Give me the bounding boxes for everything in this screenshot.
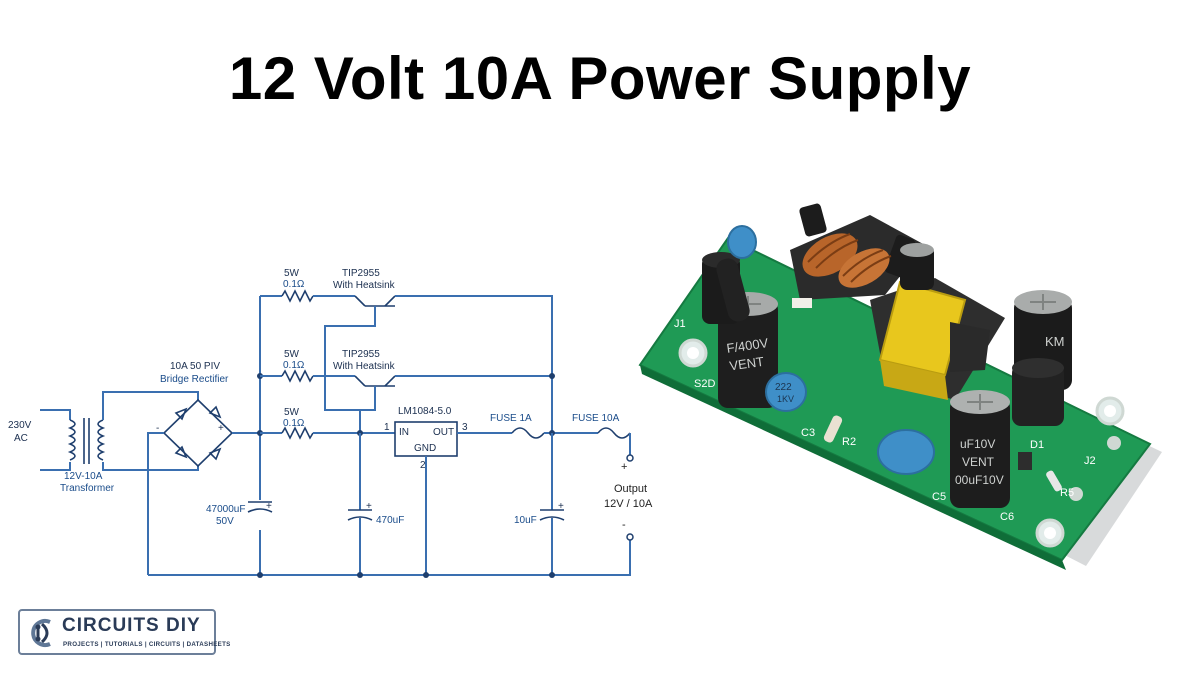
resistor-1-value: 0.1Ω xyxy=(283,279,305,290)
transformer-name: Transformer xyxy=(60,483,115,494)
mounting-holes xyxy=(678,338,1125,548)
silkscreen-labels: J1 S2D C3 R2 C5 C6 R5 J2 D1 xyxy=(674,318,1096,523)
cap-right-brand: VENT xyxy=(962,455,995,469)
cap-right-rating: 00uF10V xyxy=(955,473,1004,487)
silk-c5: C5 xyxy=(932,491,946,503)
capacitor-2: + 470uF xyxy=(347,433,404,575)
capacitor-2-value: 470uF xyxy=(376,515,404,526)
transistor-1-part: TIP2955 xyxy=(342,268,380,279)
resistor-2-value: 0.1Ω xyxy=(283,360,305,371)
resistor-1: 5W 0.1Ω xyxy=(260,268,355,303)
bridge-rectifier: 10A 50 PIV Bridge Rectifier - + xyxy=(147,361,260,575)
inductor-board xyxy=(1012,358,1064,426)
fuse-1-label: FUSE 1A xyxy=(490,413,532,424)
logo-mark-icon xyxy=(31,619,51,647)
circuits-diy-logo[interactable]: CIRCUITS DIY PROJECTS | TUTORIALS | CIRC… xyxy=(18,609,230,655)
capacitor-1-value: 47000uF xyxy=(206,504,245,515)
choke-coil xyxy=(790,203,925,308)
cap-left-text: F/400V xyxy=(726,335,770,356)
output-minus: - xyxy=(622,519,626,531)
small-components xyxy=(716,258,1062,492)
regulator-out: OUT xyxy=(433,427,454,438)
silk-j1: J1 xyxy=(674,318,686,330)
resistor-3: 5W 0.1Ω xyxy=(260,407,395,440)
capacitor-1-voltage: 50V xyxy=(216,516,234,527)
blue-capacitors: 222 1KV xyxy=(727,225,935,475)
logo-tagline: PROJECTS | TUTORIALS | CIRCUITS | DATASH… xyxy=(63,641,231,648)
transistor-2: TIP2955 With Heatsink xyxy=(333,349,555,436)
silk-s2d: S2D xyxy=(694,378,715,390)
transistor-2-part: TIP2955 xyxy=(342,349,380,360)
page-title: 12 Volt 10A Power Supply xyxy=(228,45,972,112)
switching-transformer xyxy=(870,278,1005,400)
capacitor-3-value: 10uF xyxy=(514,515,537,526)
regulator-gnd: GND xyxy=(414,443,436,454)
silk-d1: D1 xyxy=(1030,439,1044,451)
cap-right-text: uF10V xyxy=(960,437,995,451)
logo-name: CIRCUITS DIY xyxy=(62,615,201,636)
ac-voltage-label: 230V xyxy=(8,420,32,431)
cap-right-top-text: KM xyxy=(1045,334,1065,349)
ac-type-label: AC xyxy=(14,433,28,444)
rectifier-name: Bridge Rectifier xyxy=(160,374,229,385)
ycap-rating: 1KV xyxy=(777,394,794,404)
rectifier-rating: 10A 50 PIV xyxy=(170,361,220,372)
capacitor-small-top xyxy=(900,243,934,290)
transformer-rating: 12V-10A xyxy=(64,471,103,482)
silk-r5: R5 xyxy=(1060,487,1074,499)
ac-input: 230V AC xyxy=(8,409,71,471)
resistor-2: 5W 0.1Ω xyxy=(260,349,355,383)
rectifier-plus: + xyxy=(218,423,224,434)
capacitor-1: + 47000uF 50V xyxy=(206,501,273,527)
rectifier-minus: - xyxy=(156,423,159,434)
silk-r2: R2 xyxy=(842,436,856,448)
svg-text:+: + xyxy=(558,501,564,512)
voltage-regulator: LM1084-5.0 IN OUT GND 1 3 2 xyxy=(384,406,512,575)
output-terminals: + - Output 12V / 10A xyxy=(604,454,653,541)
svg-text:+: + xyxy=(266,501,272,512)
regulator-part: LM1084-5.0 xyxy=(398,406,452,417)
transformer: 12V-10A Transformer xyxy=(60,391,150,494)
fuse-2: FUSE 10A xyxy=(572,413,631,455)
resistor-3-power: 5W xyxy=(284,407,300,418)
regulator-pin-gnd: 2 xyxy=(420,460,426,471)
silk-c3: C3 xyxy=(801,427,815,439)
output-plus: + xyxy=(621,461,627,473)
transistor-1: TIP2955 With Heatsink xyxy=(324,268,553,433)
transistor-1-note: With Heatsink xyxy=(333,280,396,291)
ycap-text: 222 xyxy=(775,382,792,393)
resistor-3-value: 0.1Ω xyxy=(283,418,305,429)
regulator-in: IN xyxy=(399,427,409,438)
silk-c6: C6 xyxy=(1000,511,1014,523)
cap-left-brand: VENT xyxy=(729,354,765,374)
resistor-2-power: 5W xyxy=(284,349,300,360)
regulator-pin-out: 3 xyxy=(462,422,468,433)
resistor-1-power: 5W xyxy=(284,268,300,279)
capacitor-output-board: uF10V VENT 00uF10V xyxy=(950,390,1010,508)
transistor-2-note: With Heatsink xyxy=(333,361,396,372)
output-label: Output xyxy=(614,483,647,495)
silk-j2: J2 xyxy=(1084,455,1096,467)
svg-text:+: + xyxy=(366,501,372,512)
regulator-pin-in: 1 xyxy=(384,422,390,433)
capacitor-3: + 10uF xyxy=(514,433,565,575)
output-rating: 12V / 10A xyxy=(604,498,653,510)
fuse-2-label: FUSE 10A xyxy=(572,413,620,424)
